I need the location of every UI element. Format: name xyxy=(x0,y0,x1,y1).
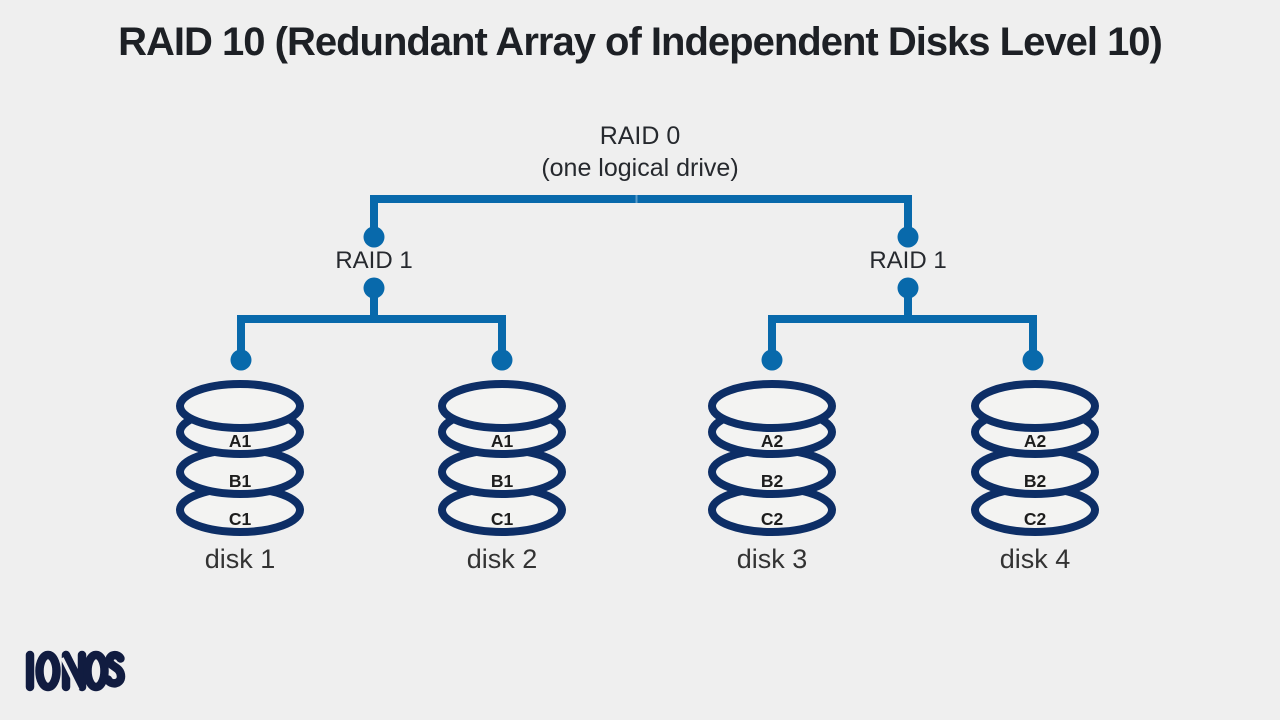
disk-name: disk 3 xyxy=(736,544,808,574)
disk-name: disk 2 xyxy=(466,544,538,574)
disk-icon: A1 B1 C1 xyxy=(438,380,566,536)
raid0-node-label-line2: (one logical drive) xyxy=(541,154,739,182)
connector-dot xyxy=(491,349,513,371)
logo-letter-o xyxy=(35,650,61,692)
connector-dot xyxy=(363,277,385,299)
disk-icon: A2 B2 C2 xyxy=(708,380,836,536)
disk-block-label: A1 xyxy=(491,431,514,451)
disk-name: disk 4 xyxy=(999,544,1071,574)
connector-dot xyxy=(1022,349,1044,371)
logo-n-slash xyxy=(60,657,80,691)
connector-root-bracket xyxy=(370,195,912,234)
disk-block-label: A1 xyxy=(229,431,252,451)
disk-block-label: B1 xyxy=(229,471,252,491)
connector-seam xyxy=(635,195,638,203)
logo-letter-n xyxy=(61,650,87,692)
disk-block-label: C1 xyxy=(491,509,514,529)
raid0-node-label: RAID 0 (one logical drive) xyxy=(0,120,1280,184)
diagram-title: RAID 10 (Redundant Array of Independent … xyxy=(118,20,1163,64)
disk-icon: A1 B1 C1 xyxy=(176,380,304,536)
logo-letter-o xyxy=(83,650,109,692)
connector-right-bracket xyxy=(768,315,1037,352)
disk-block-label: B2 xyxy=(761,471,784,491)
connector-dot xyxy=(897,226,919,248)
disk-block-label: C2 xyxy=(1024,509,1047,529)
disk-name: disk 1 xyxy=(204,544,276,574)
connector-dot xyxy=(761,349,783,371)
connector-dot xyxy=(230,349,252,371)
connector-dot xyxy=(897,277,919,299)
disk-block-label: C1 xyxy=(229,509,252,529)
connector-dot xyxy=(363,226,385,248)
disk-block-label: B2 xyxy=(1024,471,1047,491)
raid1-node-label-left: RAID 1 xyxy=(335,247,413,274)
disk-block-label: A2 xyxy=(1024,431,1047,451)
disk-block-label: B1 xyxy=(491,471,514,491)
disk-block-label: A2 xyxy=(761,431,784,451)
logo-letter-s xyxy=(103,650,126,688)
disk-icon: A2 B2 C2 xyxy=(971,380,1099,536)
raid0-node-label-line1: RAID 0 xyxy=(599,122,681,150)
disk-block-label: C2 xyxy=(761,509,784,529)
ionos-logo: IONOS xyxy=(25,650,126,692)
raid1-node-label-right: RAID 1 xyxy=(869,247,947,274)
connector-left-bracket xyxy=(237,315,506,352)
